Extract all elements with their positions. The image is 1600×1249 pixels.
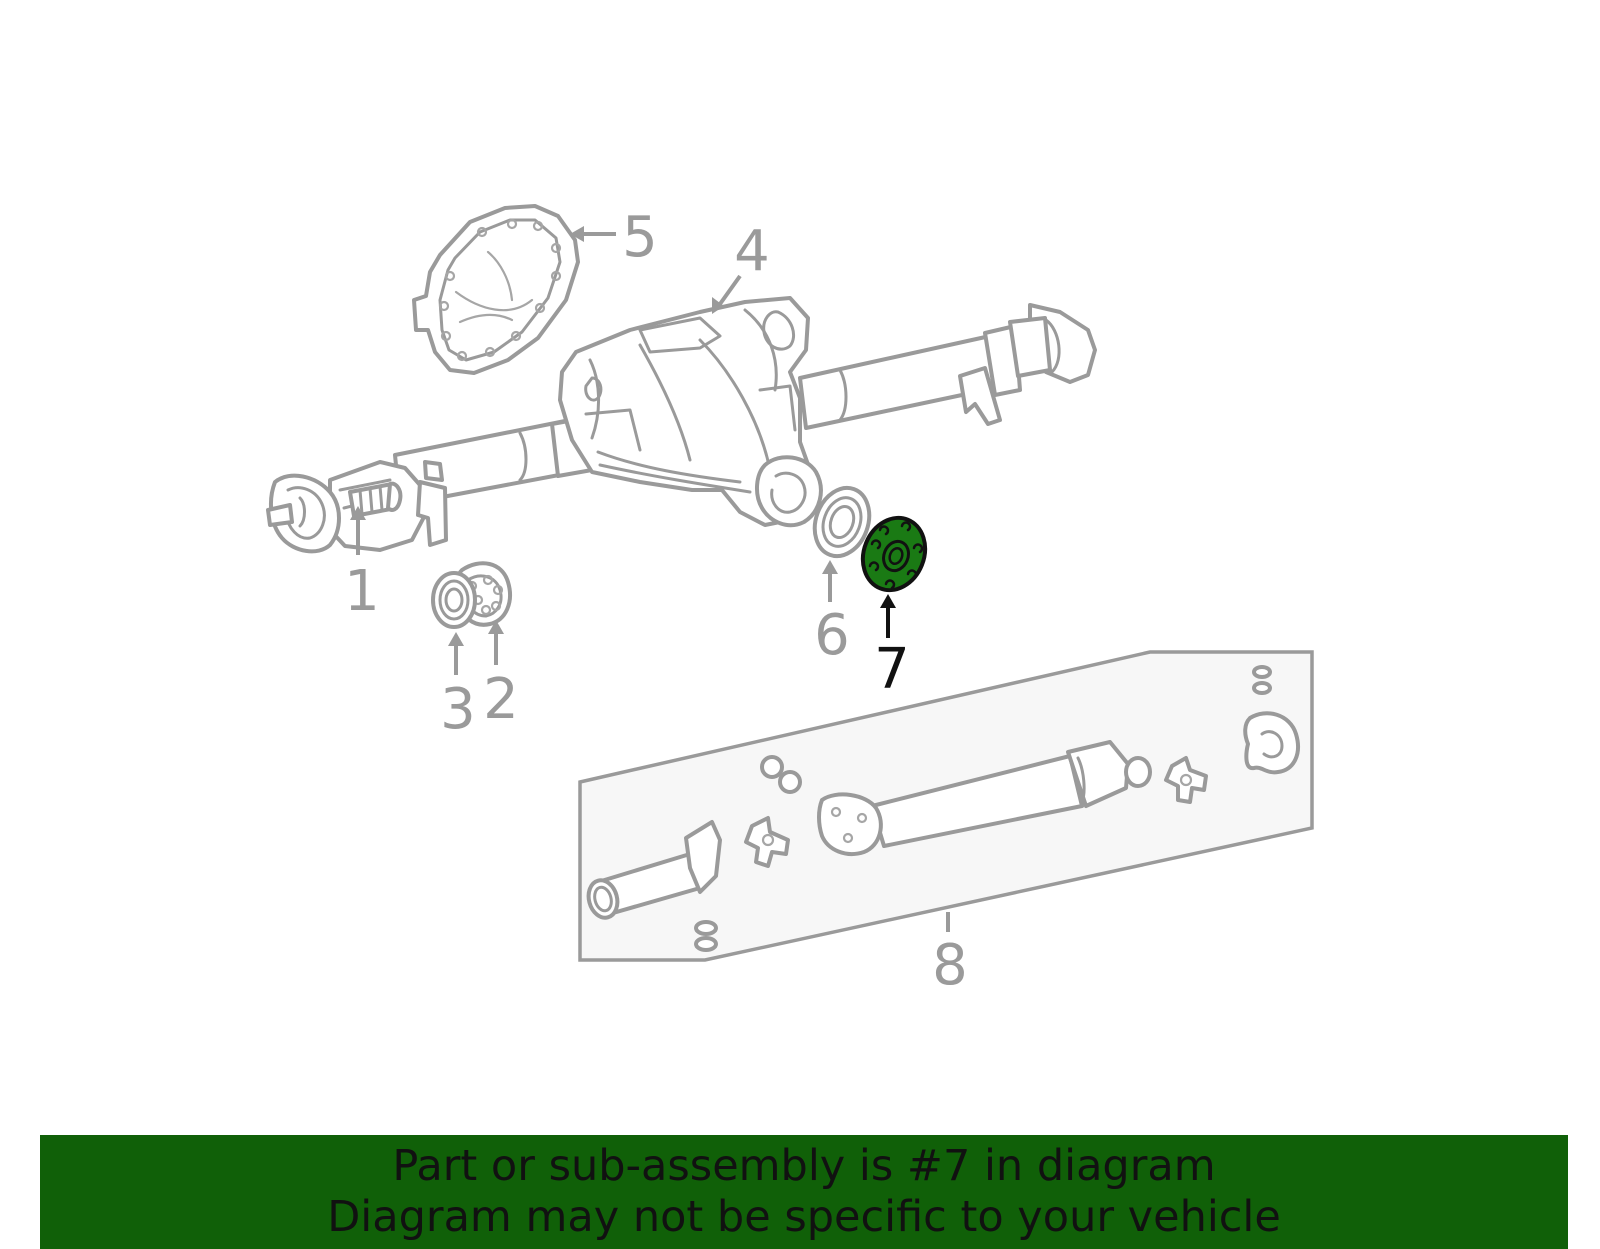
callout-4[interactable]: 4 (712, 219, 770, 314)
axle-housing-part-4[interactable] (266, 296, 1097, 554)
callout-8[interactable]: 8 (932, 912, 968, 998)
callout-7[interactable]: 7 (874, 594, 910, 702)
callout-1[interactable]: 1 (344, 506, 380, 624)
seal-part-6[interactable] (806, 480, 879, 564)
callout-number: 5 (622, 205, 658, 270)
callout-number: 8 (932, 933, 968, 998)
pinion-flange-part-7[interactable] (852, 508, 935, 599)
callout-number-highlighted: 7 (874, 637, 910, 702)
seal-part-3[interactable] (431, 571, 477, 629)
banner-line-1: Part or sub-assembly is #7 in diagram (392, 1141, 1216, 1191)
callout-number: 1 (344, 559, 380, 624)
differential-cover-part-5[interactable] (412, 204, 580, 375)
pinion-shaft-part-1[interactable] (348, 481, 403, 518)
callout-number: 2 (483, 667, 519, 732)
drive-shaft-part-8[interactable] (578, 650, 1314, 962)
callout-6[interactable]: 6 (814, 560, 850, 668)
callout-5[interactable]: 5 (570, 205, 658, 270)
info-banner: Part or sub-assembly is #7 in diagram Di… (40, 1135, 1568, 1249)
callout-3[interactable]: 3 (440, 632, 476, 742)
callout-2[interactable]: 2 (483, 620, 519, 732)
callout-number: 4 (734, 219, 770, 284)
banner-line-2: Diagram may not be specific to your vehi… (327, 1192, 1281, 1242)
callout-number: 6 (814, 603, 850, 668)
callout-number: 3 (440, 677, 476, 742)
